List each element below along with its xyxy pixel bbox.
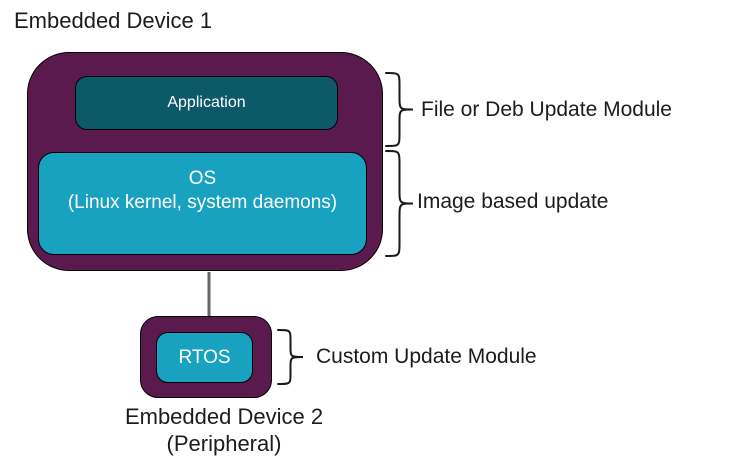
os-label-line2: (Linux kernel, system daemons) bbox=[67, 192, 338, 213]
device2-title: Embedded Device 2 (Peripheral) bbox=[104, 403, 344, 457]
brace-image-based-update bbox=[385, 150, 414, 257]
annotation-custom-update-module: Custom Update Module bbox=[316, 345, 537, 368]
annotation-file-or-deb-update-module: File or Deb Update Module bbox=[421, 98, 672, 121]
annotation-image-based-update: Image based update bbox=[417, 190, 609, 213]
os-box: OS (Linux kernel, system daemons) bbox=[38, 152, 367, 255]
device2-title-line2: (Peripheral) bbox=[166, 431, 282, 456]
os-label-line1: OS bbox=[188, 168, 217, 189]
rtos-box: RTOS bbox=[156, 332, 253, 383]
application-label: Application bbox=[167, 94, 246, 111]
device1-title: Embedded Device 1 bbox=[14, 8, 213, 33]
rtos-label: RTOS bbox=[178, 346, 231, 368]
device2-title-line1: Embedded Device 2 bbox=[124, 404, 324, 429]
brace-custom-update bbox=[277, 329, 304, 385]
brace-file-deb-update bbox=[385, 72, 414, 147]
application-box: Application bbox=[75, 76, 338, 130]
